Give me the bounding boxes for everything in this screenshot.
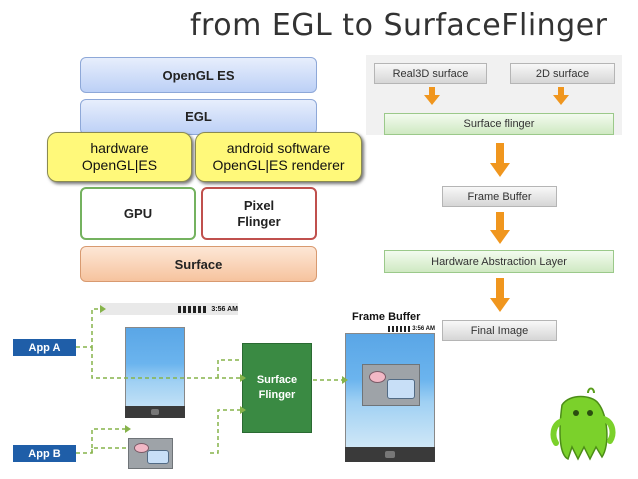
frame-buffer-title: Frame Buffer bbox=[352, 311, 421, 323]
frame-buffer-screen bbox=[345, 333, 435, 447]
frame-buffer-status-bar: 3:56 AM bbox=[360, 324, 435, 333]
composited-widget bbox=[362, 364, 420, 406]
frame-buffer-bottom-bar bbox=[345, 447, 435, 462]
status-icons bbox=[388, 325, 411, 332]
software-renderer-callout: android software OpenGL|ES renderer bbox=[195, 132, 362, 182]
software-callout-text: android software OpenGL|ES renderer bbox=[212, 140, 345, 173]
surface-layer: Surface bbox=[80, 246, 317, 282]
down-arrow-icon bbox=[490, 143, 510, 177]
down-arrow-icon bbox=[490, 212, 510, 244]
surface-flinger-compositor-label: Surface Flinger bbox=[256, 374, 298, 401]
hal-flow-box: Hardware Abstraction Layer bbox=[384, 250, 614, 273]
surface-label: Surface bbox=[174, 256, 223, 272]
2d-surface-box: 2D surface bbox=[510, 63, 615, 84]
final-image-flow-box: Final Image bbox=[442, 320, 557, 341]
2d-surface-label: 2D surface bbox=[535, 67, 590, 80]
surface-flinger-compositor: Surface Flinger bbox=[242, 343, 312, 433]
frame-buffer-flow-box: Frame Buffer bbox=[442, 186, 557, 207]
page-title: from EGL to SurfaceFlinger bbox=[190, 8, 608, 43]
status-icons bbox=[178, 305, 209, 313]
hal-flow-label: Hardware Abstraction Layer bbox=[431, 255, 567, 268]
app-a-label: App A bbox=[28, 341, 61, 354]
hardware-callout-text: hardware OpenGL|ES bbox=[81, 140, 158, 173]
egl-label: EGL bbox=[185, 109, 212, 124]
frame-buffer-status-time: 3:56 AM bbox=[412, 325, 435, 332]
down-arrow-icon bbox=[490, 278, 510, 312]
surface-flinger-flow-box: Surface flinger bbox=[384, 113, 614, 135]
pink-oval bbox=[134, 443, 149, 453]
down-arrow-icon bbox=[553, 87, 569, 105]
frame-buffer-flow-label: Frame Buffer bbox=[467, 190, 532, 203]
real3d-surface-label: Real3D surface bbox=[392, 67, 469, 80]
pink-oval bbox=[369, 371, 386, 383]
status-time: 3:56 AM bbox=[211, 305, 238, 313]
blue-window bbox=[387, 379, 415, 399]
opengl-es-label: OpenGL ES bbox=[162, 67, 235, 83]
final-image-flow-label: Final Image bbox=[470, 324, 529, 337]
app-a-bottom-bar bbox=[125, 406, 185, 418]
app-b-label: App B bbox=[28, 447, 61, 460]
opengl-es-layer: OpenGL ES bbox=[80, 57, 317, 93]
down-arrow-icon bbox=[424, 87, 440, 105]
app-b-widget bbox=[128, 438, 173, 469]
hardware-opengl-callout: hardware OpenGL|ES bbox=[47, 132, 192, 182]
surface-flinger-flow-label: Surface flinger bbox=[463, 118, 535, 130]
android-mascot-icon bbox=[550, 387, 616, 461]
phone-status-bar: 3:56 AM bbox=[100, 303, 238, 315]
app-b-button: App B bbox=[13, 445, 76, 462]
gpu-label: GPU bbox=[123, 206, 153, 221]
gpu-box: GPU bbox=[80, 187, 196, 240]
real3d-surface-box: Real3D surface bbox=[374, 63, 487, 84]
menu-icon bbox=[151, 409, 159, 415]
pixel-flinger-box: Pixel Flinger bbox=[201, 187, 317, 240]
app-a-screen bbox=[125, 327, 185, 417]
pixel-flinger-label: Pixel Flinger bbox=[237, 197, 281, 229]
menu-icon bbox=[385, 451, 395, 458]
app-a-button: App A bbox=[13, 339, 76, 356]
blue-window bbox=[147, 450, 169, 464]
